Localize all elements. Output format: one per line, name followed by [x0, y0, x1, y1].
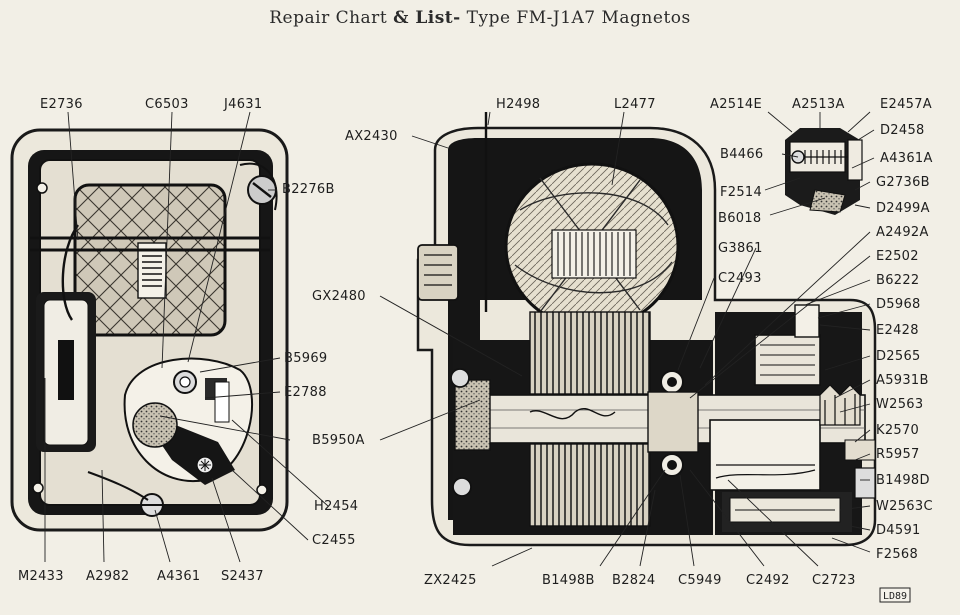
label-W2563C: W2563C — [876, 499, 933, 514]
label-H2454: H2454 — [314, 499, 358, 514]
label-E2788: E2788 — [284, 385, 327, 400]
label-D5968: D5968 — [876, 297, 921, 312]
title-part-1: Repair Chart — [269, 8, 388, 28]
label-A4361A: A4361A — [880, 151, 933, 166]
label-AX2430: AX2430 — [345, 129, 398, 144]
label-D2499A: D2499A — [876, 201, 930, 216]
label-F2568: F2568 — [876, 547, 918, 562]
label-A5931B: A5931B — [876, 373, 929, 388]
label-D2565: D2565 — [876, 349, 921, 364]
label-B2276B: B2276B — [282, 182, 335, 197]
label-B5950A: B5950A — [312, 433, 365, 448]
title-part-3: Type FM-J1A7 Magnetos — [466, 8, 691, 28]
label-C2492: C2492 — [746, 573, 790, 588]
label-D2458: D2458 — [880, 123, 925, 138]
breaker-end-view — [10, 128, 289, 532]
label-B1498D: B1498D — [876, 473, 930, 488]
label-B6222: B6222 — [876, 273, 920, 288]
label-B6018: B6018 — [718, 211, 762, 226]
label-L2477: L2477 — [614, 97, 656, 112]
drawing-code: LD89 — [883, 591, 907, 602]
label-S2437: S2437 — [221, 569, 264, 584]
label-B1498B: B1498B — [542, 573, 595, 588]
label-A4361: A4361 — [157, 569, 200, 584]
label-B5969: B5969 — [284, 351, 328, 366]
label-G3861: G3861 — [718, 241, 763, 256]
label-C2723: C2723 — [812, 573, 856, 588]
label-F2514: F2514 — [720, 185, 762, 200]
label-H2498: H2498 — [496, 97, 540, 112]
label-M2433: M2433 — [18, 569, 64, 584]
label-B2824: B2824 — [612, 573, 656, 588]
label-G2736B: G2736B — [876, 175, 930, 190]
sectional-side-view — [416, 112, 877, 547]
label-R5957: R5957 — [876, 447, 920, 462]
label-A2982: A2982 — [86, 569, 129, 584]
label-J4631: J4631 — [223, 97, 262, 112]
label-GX2480: GX2480 — [312, 289, 366, 304]
label-D4591: D4591 — [876, 523, 921, 538]
inset-detail — [785, 128, 863, 215]
label-A2492A: A2492A — [876, 225, 929, 240]
label-E2736: E2736 — [40, 97, 83, 112]
label-C6503: C6503 — [145, 97, 189, 112]
title-part-2: & List- — [393, 8, 461, 28]
label-A2513A: A2513A — [792, 97, 845, 112]
label-ZX2425: ZX2425 — [424, 573, 477, 588]
label-A2514E: A2514E — [710, 97, 762, 112]
label-K2570: K2570 — [876, 423, 919, 438]
leader-lines — [44, 111, 875, 567]
label-E2457A: E2457A — [880, 97, 932, 112]
label-B4466: B4466 — [720, 147, 764, 162]
label-E2502: E2502 — [876, 249, 919, 264]
part-labels: E2736 C6503 J4631 B2276B B5969 E2788 B59… — [18, 97, 933, 588]
label-E2428: E2428 — [876, 323, 919, 338]
chart-title: Repair Chart & List- Type FM-J1A7 Magnet… — [0, 8, 960, 28]
label-W2563: W2563 — [876, 397, 923, 412]
label-C2493: C2493 — [718, 271, 762, 286]
label-C5949: C5949 — [678, 573, 722, 588]
drawing-code-box: LD89 — [879, 587, 911, 603]
label-C2455: C2455 — [312, 533, 356, 548]
